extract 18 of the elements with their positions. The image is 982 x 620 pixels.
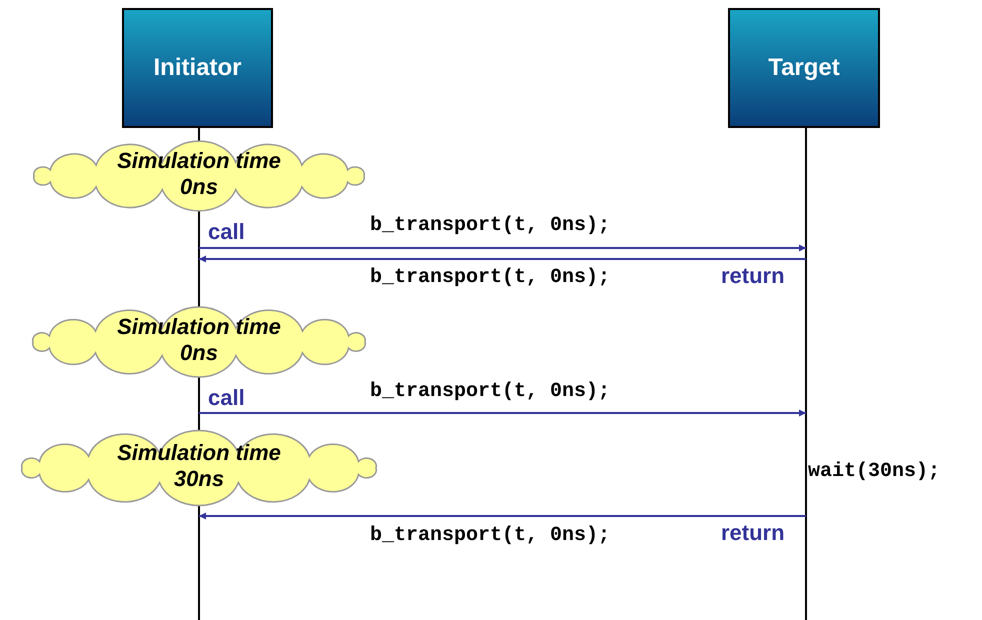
lifeline-head-box: Target [728, 8, 880, 128]
call-label: call [208, 385, 245, 411]
message-label: b_transport(t, 0ns); [370, 380, 610, 403]
message-label: b_transport(t, 0ns); [370, 214, 610, 237]
return-label: return [721, 520, 785, 546]
call-label: call [208, 219, 245, 245]
message-arrow [199, 512, 806, 520]
message-arrow [199, 256, 806, 262]
cloud-text: Simulation time 30ns [116, 440, 282, 492]
message-label: b_transport(t, 0ns); [370, 524, 610, 547]
message-arrow [199, 244, 806, 252]
cloud-text: Simulation time 0ns [116, 148, 282, 200]
message-arrow [199, 410, 806, 416]
message-label: b_transport(t, 0ns); [370, 266, 610, 289]
lifeline-head-box: Initiator [122, 8, 273, 128]
cloud-text: Simulation time 0ns [116, 314, 282, 366]
return-label: return [721, 263, 785, 289]
wait-statement: wait(30ns); [808, 460, 940, 483]
